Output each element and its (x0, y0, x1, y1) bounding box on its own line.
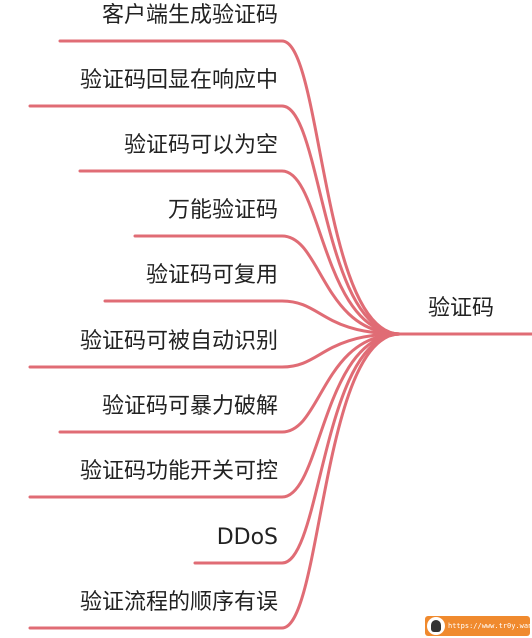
branch-label-client-generated[interactable]: 客户端生成验证码 (101, 3, 278, 28)
branch-connector-1 (28, 104, 402, 336)
branch-connector-9 (28, 332, 402, 630)
watermark-logo-icon (427, 617, 445, 635)
branch-connector-3 (133, 234, 402, 336)
branch-connector-7 (28, 332, 402, 499)
branch-label-brute-force[interactable]: 验证码可暴力破解 (101, 394, 278, 419)
branch-label-switch-controllable[interactable]: 验证码功能开关可控 (79, 459, 278, 484)
branch-label-flow-order-error[interactable]: 验证流程的顺序有误 (79, 590, 278, 615)
branch-connector-5 (28, 332, 402, 369)
branch-label-universal-code[interactable]: 万能验证码 (167, 198, 278, 223)
watermark-badge: https://www.tr0y.wang (425, 616, 530, 636)
branch-label-ddos[interactable]: DDoS (216, 525, 278, 550)
branch-connector-6 (58, 332, 402, 434)
branch-label-echoed-in-response[interactable]: 验证码回显在响应中 (79, 68, 278, 93)
branch-connector-4 (103, 299, 402, 336)
branch-connector-0 (58, 39, 402, 336)
branch-connector-8 (193, 332, 402, 565)
watermark-text: https://www.tr0y.wang (448, 622, 530, 630)
branch-label-reusable[interactable]: 验证码可复用 (145, 263, 278, 288)
branch-label-can-be-empty[interactable]: 验证码可以为空 (123, 133, 278, 158)
root-node-label[interactable]: 验证码 (428, 296, 495, 321)
branch-connector-2 (78, 169, 402, 336)
branch-label-auto-recognized[interactable]: 验证码可被自动识别 (79, 329, 278, 354)
